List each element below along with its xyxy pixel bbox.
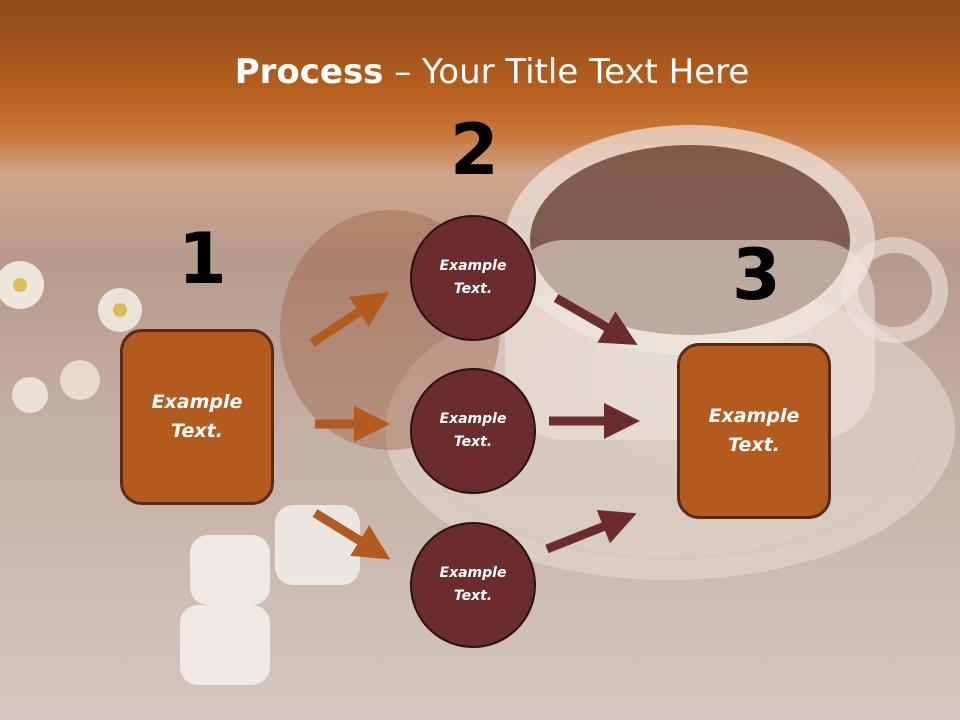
step-number-3: 3 xyxy=(732,234,781,316)
circle-top-line1: Example xyxy=(439,258,507,274)
circle-bottom-line2: Text. xyxy=(453,588,493,604)
title-rest: – Your Title Text Here xyxy=(383,52,750,92)
left-box-line1: Example xyxy=(151,391,243,413)
arrow-bottom-to-right xyxy=(545,509,637,554)
circle-top-line2: Text. xyxy=(453,281,493,297)
step-number-2: 2 xyxy=(450,109,499,191)
right-box-line2: Text. xyxy=(728,434,780,456)
right-box-line1: Example xyxy=(708,405,800,427)
circle-middle-line1: Example xyxy=(439,411,507,427)
step-number-1: 1 xyxy=(178,218,227,300)
arrow-top-to-right xyxy=(553,294,638,345)
circle-middle-line2: Text. xyxy=(453,434,493,450)
slide-title: Process – Your Title Text Here xyxy=(0,52,960,92)
title-bold: Process xyxy=(234,52,384,92)
circle-bottom-line1: Example xyxy=(439,565,507,581)
arrow-left-to-top xyxy=(309,292,390,347)
left-box-line2: Text. xyxy=(171,420,223,442)
arrow-left-to-bottom xyxy=(312,509,391,560)
